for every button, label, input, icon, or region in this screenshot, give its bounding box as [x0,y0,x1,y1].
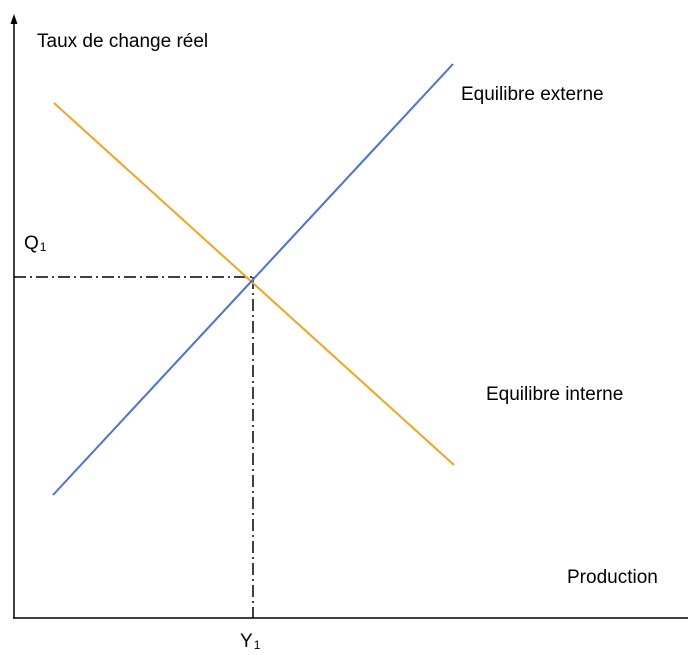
internal-equilibrium-line [53,102,455,466]
q1-subscript: 1 [39,240,47,254]
x-axis-label: Production [567,567,658,588]
y1-symbol: Y [240,631,253,652]
q1-symbol: Q [24,233,39,254]
external-equilibrium-label: Equilibre externe [461,84,604,105]
y1-subscript: 1 [253,638,261,652]
y-axis-label: Taux de change réel [37,31,209,52]
y1-label: Y1 [240,631,260,655]
y-axis-arrow [10,14,18,24]
internal-equilibrium-label: Equilibre interne [486,384,624,405]
q1-label: Q1 [24,233,46,258]
external-equilibrium-line [52,63,454,496]
